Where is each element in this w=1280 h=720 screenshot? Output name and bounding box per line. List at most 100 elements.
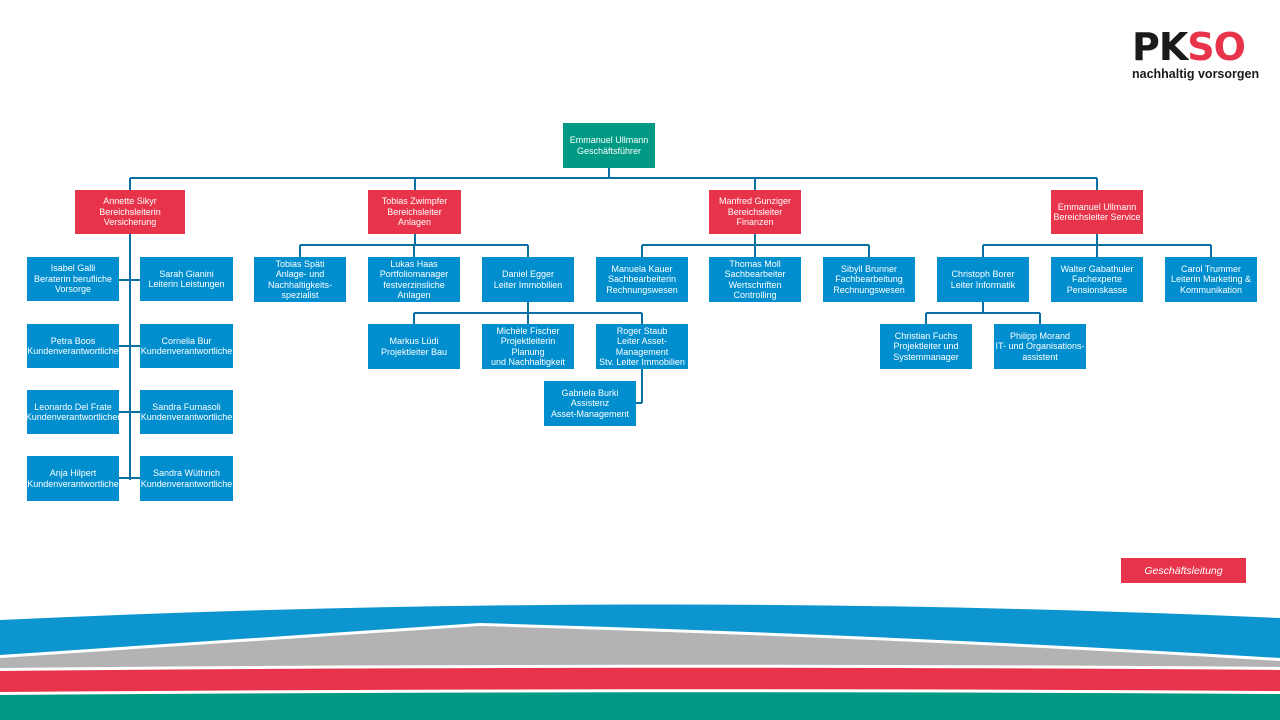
node-name: Leonardo Del Frate	[34, 401, 112, 412]
node-name: Tobias Späti	[275, 258, 325, 269]
node-role: Finanzen	[736, 217, 774, 228]
node-role: Fachexperte	[1071, 274, 1123, 285]
node-role: Bereichsleiterin	[99, 206, 161, 217]
node-staff-luedi: Markus Lüdi Projektleiter Bau	[368, 324, 460, 369]
node-role: Kommunikation	[1179, 284, 1243, 295]
node-role: Leiter Asset-	[616, 336, 668, 346]
node-role: und Nachhaltigkeit	[490, 357, 566, 367]
logo-so: SO	[1187, 25, 1246, 69]
node-role: Rechnungswesen	[606, 284, 678, 295]
node-role: Sachbearbeiter	[724, 269, 786, 279]
node-staff-hilpert: Anja Hilpert Kundenverantwortliche	[27, 456, 119, 501]
node-role: Leiterin Leistungen	[148, 279, 225, 289]
node-staff-morand: Philipp Morand IT- und Organisations- as…	[994, 324, 1086, 369]
node-name: Walter Gabathuler	[1060, 263, 1134, 274]
node-role: Beraterin berufliche	[33, 273, 113, 284]
logo-pk: PK	[1132, 25, 1188, 69]
node-name: Christian Fuchs	[894, 330, 958, 341]
node-role: Kundenverantwortlicher	[27, 412, 119, 422]
node-staff-moll: Thomas Moll Sachbearbeiter Wertschriften…	[709, 257, 801, 302]
node-ceo-role: Geschäftsführer	[576, 145, 642, 156]
node-role: IT- und Organisations-	[995, 341, 1085, 352]
node-name: Philipp Morand	[1009, 330, 1071, 341]
node-name: Daniel Egger	[501, 269, 555, 279]
node-staff-wuethrich: Sandra Wüthrich Kundenverantwortliche	[140, 456, 233, 501]
node-ceo: Emmanuel Ullmann Geschäftsführer	[563, 123, 655, 168]
node-staff-kauer: Manuela Kauer Sachbearbeiterin Rechnungs…	[596, 257, 688, 302]
node-head-finanzen: Manfred Gunziger Bereichsleiter Finanzen	[709, 190, 801, 234]
node-staff-fischer: Michèle Fischer Projektleiterin Planung …	[482, 324, 574, 369]
node-name: Isabel Galli	[50, 263, 96, 274]
node-role: Assistenz	[570, 398, 610, 409]
node-role: Fachbearbeitung	[835, 274, 903, 285]
node-name: Sandra Wüthrich	[152, 468, 221, 478]
node-ceo-name: Emmanuel Ullmann	[569, 135, 649, 145]
node-name: Thomas Moll	[729, 258, 781, 269]
node-staff-gianini: Sarah Gianini Leiterin Leistungen	[140, 257, 233, 301]
node-staff-brunner: Sibyll Brunner Fachbearbeitung Rechnungs…	[823, 257, 915, 302]
node-role: Kundenverantwortliche	[27, 346, 119, 356]
node-role: Projektleiterin	[500, 336, 556, 346]
legend-geschaeftsleitung: Geschäftsleitung	[1121, 558, 1246, 583]
node-role: Controlling	[733, 290, 777, 300]
node-role: Kundenverantwortliche	[140, 346, 233, 356]
node-name: Carol Trummer	[1180, 263, 1241, 274]
node-role: Leiter Informatik	[950, 279, 1016, 290]
node-role: Kundenverantwortliche	[140, 478, 233, 489]
node-role: Kundenverantwortliche	[27, 478, 119, 489]
node-name: Sarah Gianini	[159, 268, 214, 279]
node-name: Markus Lüdi	[389, 336, 439, 346]
node-role: festverzinsliche	[383, 279, 445, 290]
node-staff-galli: Isabel Galli Beraterin berufliche Vorsor…	[27, 257, 119, 301]
node-role: Pensionskasse	[1066, 284, 1128, 295]
logo-wordmark: PKSO	[1132, 28, 1252, 66]
node-role: Bereichsleiter	[387, 206, 442, 217]
node-role: Bereichsleiter	[727, 206, 783, 217]
node-name: Roger Staub	[616, 325, 668, 336]
node-name: Anja Hilpert	[49, 468, 97, 478]
node-name: Gabriela Burki	[561, 387, 619, 398]
decorative-waves	[0, 604, 1280, 720]
node-staff-burki: Gabriela Burki Assistenz Asset-Managemen…	[544, 381, 636, 426]
node-role: Systemmanager	[893, 351, 959, 362]
node-role: Nachhaltigkeits-	[267, 279, 333, 290]
node-role: Anlagen	[397, 290, 431, 300]
node-head-versicherung: Annette Sikyr Bereichsleiterin Versicher…	[75, 190, 185, 234]
node-role: Rechnungswesen	[833, 284, 905, 295]
node-role: Bereichsleiter Service	[1053, 212, 1141, 222]
node-role: Projektleiter und	[893, 341, 959, 352]
node-staff-trummer: Carol Trummer Leiterin Marketing & Kommu…	[1165, 257, 1257, 302]
node-staff-haas: Lukas Haas Portfoliomanager festverzinsl…	[368, 257, 460, 302]
node-role: spezialist	[281, 290, 319, 300]
node-role: Vorsorge	[54, 284, 92, 295]
node-role: Management	[615, 346, 669, 357]
node-staff-staub: Roger Staub Leiter Asset- Management Stv…	[596, 324, 688, 369]
node-name: Cornelia Bur	[161, 335, 212, 346]
node-role: Asset-Management	[550, 408, 630, 419]
node-name: Michèle Fischer	[496, 325, 560, 336]
node-staff-delfrate: Leonardo Del Frate Kundenverantwortliche…	[27, 390, 119, 434]
node-staff-boos: Petra Boos Kundenverantwortliche	[27, 324, 119, 368]
node-role: Anlage- und	[275, 269, 325, 279]
node-staff-bur: Cornelia Bur Kundenverantwortliche	[140, 324, 233, 368]
node-staff-spaeti: Tobias Späti Anlage- und Nachhaltigkeits…	[254, 257, 346, 302]
node-staff-egger: Daniel Egger Leiter Immobilien	[482, 257, 574, 302]
logo-tagline: nachhaltig vorsorgen	[1132, 67, 1260, 81]
node-name: Emmanuel Ullmann	[1057, 201, 1137, 212]
org-connectors	[119, 168, 1212, 480]
node-role: Planung	[511, 346, 545, 357]
node-role: Projektleiter Bau	[380, 346, 448, 357]
node-name: Sibyll Brunner	[840, 263, 898, 274]
node-role: Versicherung	[103, 217, 157, 228]
node-role: Leiterin Marketing &	[1170, 274, 1252, 285]
node-head-anlagen: Tobias Zwimpfer Bereichsleiter Anlagen	[368, 190, 461, 234]
node-head-service: Emmanuel Ullmann Bereichsleiter Service	[1051, 190, 1143, 234]
node-name: Manuela Kauer	[611, 263, 673, 274]
node-name: Christoph Borer	[951, 269, 1015, 279]
node-role: assistent	[1022, 351, 1058, 362]
node-staff-furnasoli: Sandra Furnasoli Kundenverantwortliche	[140, 390, 233, 434]
node-name: Lukas Haas	[390, 258, 438, 269]
node-role: Stv. Leiter Immobilien	[599, 357, 685, 367]
node-role: Portfoliomanager	[379, 269, 449, 279]
node-role: Kundenverantwortliche	[140, 412, 233, 422]
